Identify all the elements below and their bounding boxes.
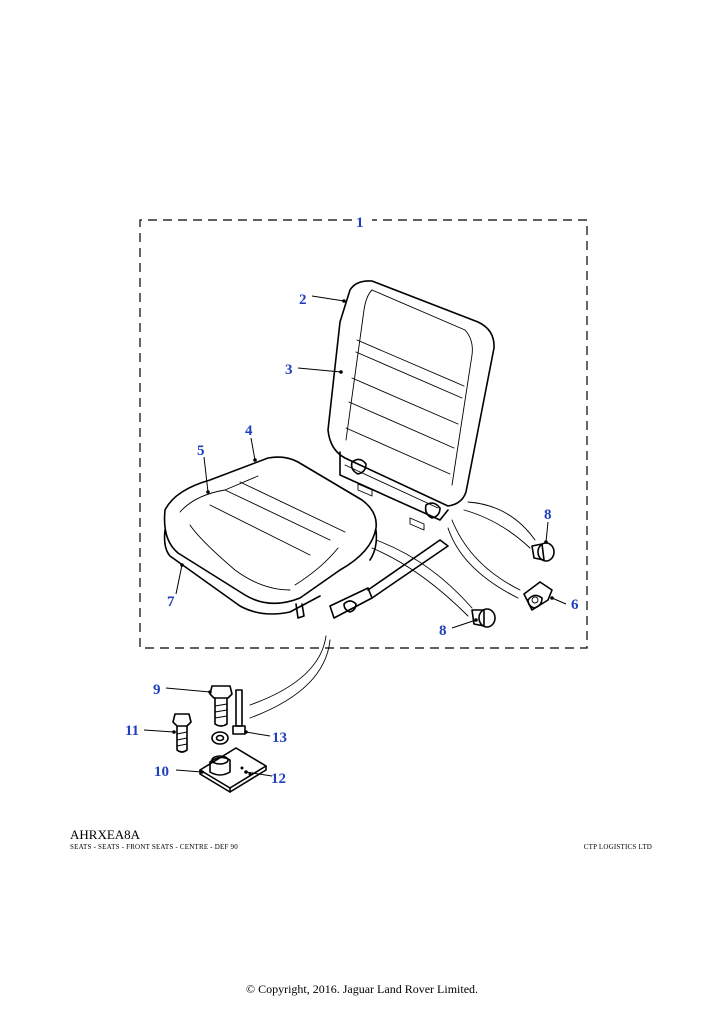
callout-3: 3 xyxy=(285,362,293,378)
trim-plug-lower xyxy=(471,608,496,628)
callout-4: 4 xyxy=(245,423,253,439)
callout-leaders xyxy=(143,295,567,777)
washer xyxy=(211,731,229,745)
bracket-part xyxy=(523,581,553,611)
callout-11: 11 xyxy=(125,723,139,739)
callout-5: 5 xyxy=(197,443,205,459)
callout-1: 1 xyxy=(356,215,364,231)
copyright-notice: © Copyright, 2016. Jaguar Land Rover Lim… xyxy=(245,982,479,996)
callout-8-lower: 8 xyxy=(439,623,447,639)
callout-13: 13 xyxy=(272,730,287,746)
stud-13 xyxy=(232,689,246,735)
part-leader-curves xyxy=(249,501,536,719)
diagram-caption: SEATS - SEATS - FRONT SEATS - CENTRE - D… xyxy=(70,843,238,851)
callout-7: 7 xyxy=(167,594,175,610)
diagram-code: AHRXEA8A xyxy=(70,827,141,842)
seat-cushion xyxy=(163,456,378,615)
callout-10: 10 xyxy=(154,764,169,780)
assembly-boundary xyxy=(139,219,588,649)
trim-plug-upper xyxy=(531,542,555,562)
seat-runner xyxy=(295,539,449,619)
bolt-9 xyxy=(209,685,233,727)
bolt-11 xyxy=(172,713,192,753)
callout-8-upper: 8 xyxy=(544,507,552,523)
callout-2: 2 xyxy=(299,292,307,308)
callout-9: 9 xyxy=(153,682,161,698)
seat-back xyxy=(327,280,495,507)
callout-6: 6 xyxy=(571,597,579,613)
seat-frame xyxy=(339,451,449,531)
mounting-plate xyxy=(199,747,267,793)
callout-12: 12 xyxy=(271,771,286,787)
supplier-label: CTP LOGISTICS LTD xyxy=(583,843,652,851)
